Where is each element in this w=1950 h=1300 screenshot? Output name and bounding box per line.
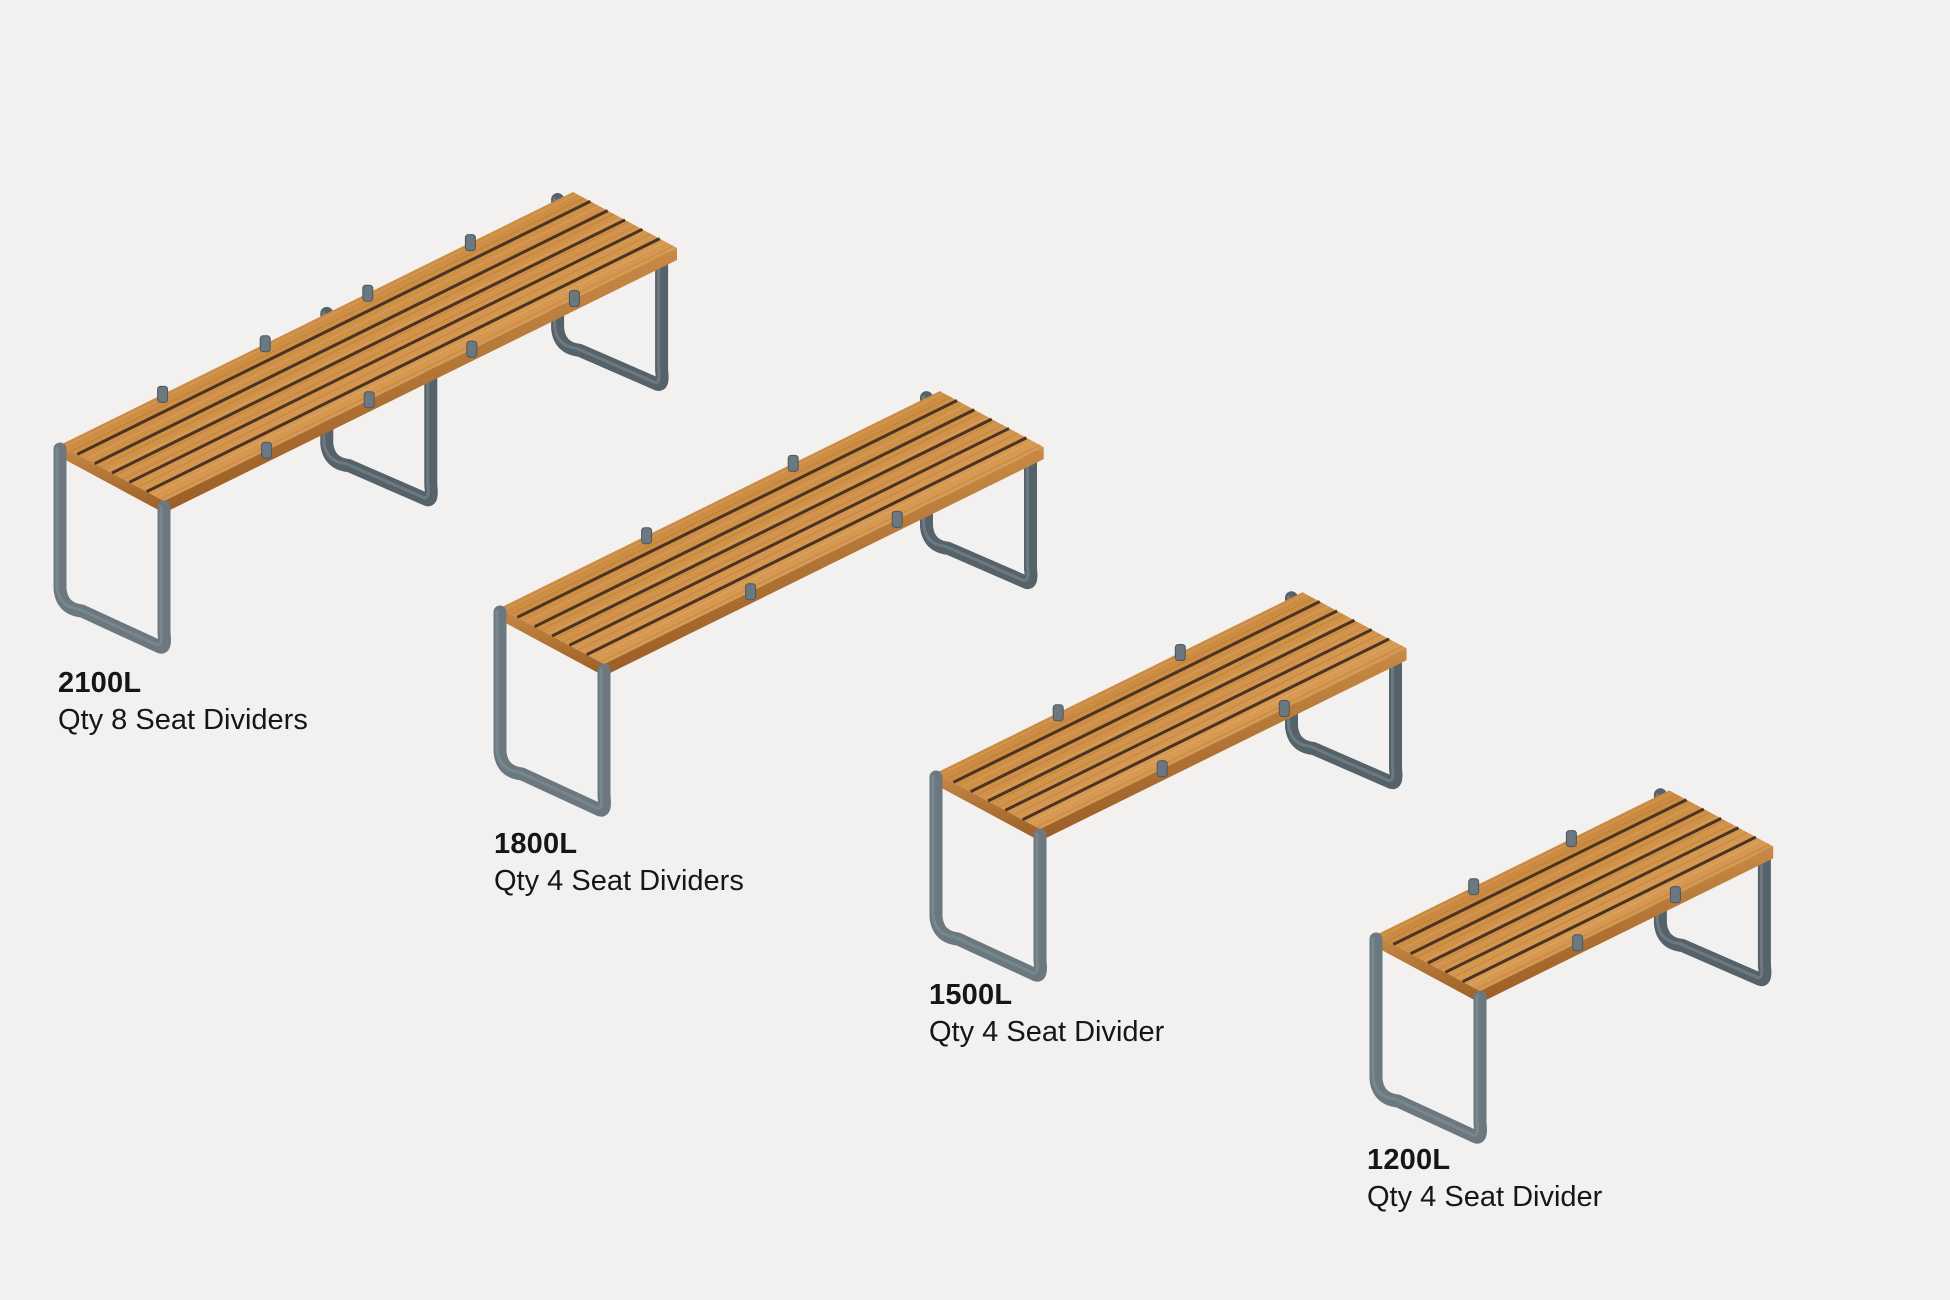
bench-size-label: 2100L: [58, 667, 142, 699]
seat-divider: [1468, 878, 1480, 896]
seat-divider: [464, 234, 476, 252]
timber-seat: [936, 592, 1407, 841]
bench-size-label: 1800L: [494, 828, 578, 860]
timber-seat: [1376, 790, 1774, 1003]
back-frame-leg: [1285, 591, 1403, 790]
seat-divider: [1278, 700, 1290, 717]
bench-qty-label: Qty 4 Seat Divider: [929, 1015, 1165, 1048]
timber-seat: [60, 192, 677, 513]
seat-divider: [1174, 644, 1186, 661]
bench-1500l: [929, 591, 1407, 982]
seat-divider: [466, 340, 478, 358]
caption-2100: 2100L Qty 8 Seat Dividers: [58, 666, 308, 738]
front-frame-leg: [493, 605, 611, 817]
bench-size-label: 1200L: [1367, 1144, 1451, 1176]
seat-divider: [362, 284, 374, 302]
middle-frame-leg: [320, 306, 438, 507]
seat-divider: [157, 385, 169, 403]
caption-1500: 1500L Qty 4 Seat Divider: [929, 978, 1164, 1050]
back-frame-leg: [551, 193, 669, 391]
bench-qty-label: Qty 4 Seat Divider: [1367, 1180, 1603, 1213]
back-frame-leg: [920, 391, 1038, 590]
caption-1800: 1800L Qty 4 Seat Dividers: [494, 827, 744, 899]
seat-divider: [261, 441, 273, 459]
bench-1800l: [493, 391, 1044, 817]
front-frame-leg: [929, 770, 1047, 982]
seat-divider: [568, 290, 580, 308]
seat-divider: [1669, 886, 1681, 904]
bench-size-label: 1500L: [929, 979, 1013, 1011]
bench-qty-label: Qty 8 Seat Dividers: [58, 703, 308, 736]
bench-2100l: [53, 192, 677, 654]
front-frame-leg: [1369, 932, 1487, 1144]
seat-divider: [259, 335, 271, 353]
front-frame-leg: [53, 442, 171, 654]
seat-divider: [641, 527, 653, 545]
seat-divider: [1052, 704, 1064, 722]
seat-divider: [891, 510, 903, 528]
seat-divider: [1156, 760, 1168, 778]
bench-qty-label: Qty 4 Seat Dividers: [494, 864, 744, 897]
seat-divider: [1565, 830, 1577, 848]
seat-divider: [787, 454, 799, 472]
caption-1200: 1200L Qty 4 Seat Divider: [1367, 1143, 1602, 1215]
seat-divider: [363, 391, 375, 409]
back-frame-leg: [1653, 788, 1772, 987]
seat-divider: [745, 583, 757, 601]
seat-divider: [1572, 934, 1584, 952]
timber-seat: [500, 391, 1044, 676]
bench-1200l: [1369, 788, 1774, 1144]
